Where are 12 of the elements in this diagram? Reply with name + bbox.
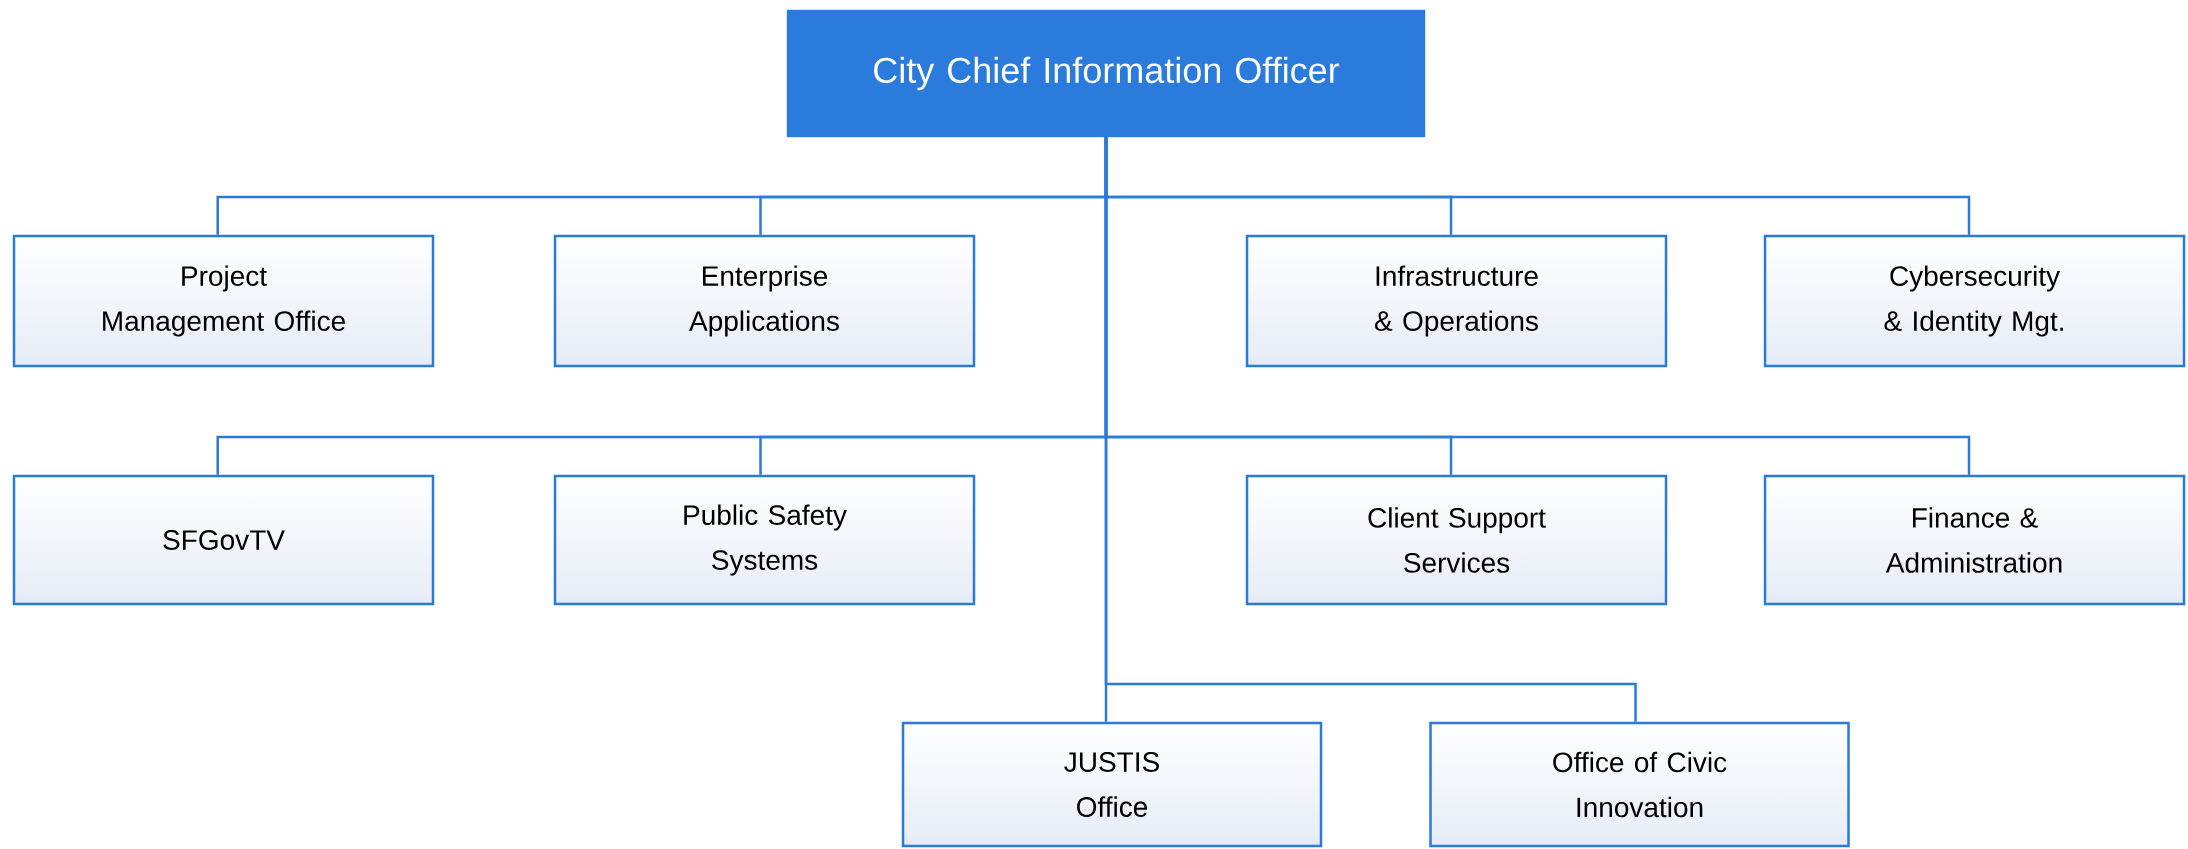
unit-box: Infrastructure & Operations: [1245, 234, 1668, 368]
unit-box: Client Support Services: [1245, 474, 1668, 606]
unit-box: Enterprise Applications: [553, 234, 976, 368]
unit-box: JUSTIS Office: [901, 721, 1323, 848]
unit-box: Project Management Office: [12, 234, 435, 368]
connector-line: [1104, 137, 1637, 722]
title-box: City Chief Information Officer: [786, 9, 1426, 138]
unit-box: Cybersecurity & Identity Mgt.: [1763, 234, 2186, 368]
unit-box: SFGovTV: [12, 474, 435, 606]
unit-box: Finance & Administration: [1763, 474, 2186, 606]
unit-box: Public Safety Systems: [553, 474, 976, 606]
unit-box: Office of Civic Innovation: [1429, 721, 1850, 848]
